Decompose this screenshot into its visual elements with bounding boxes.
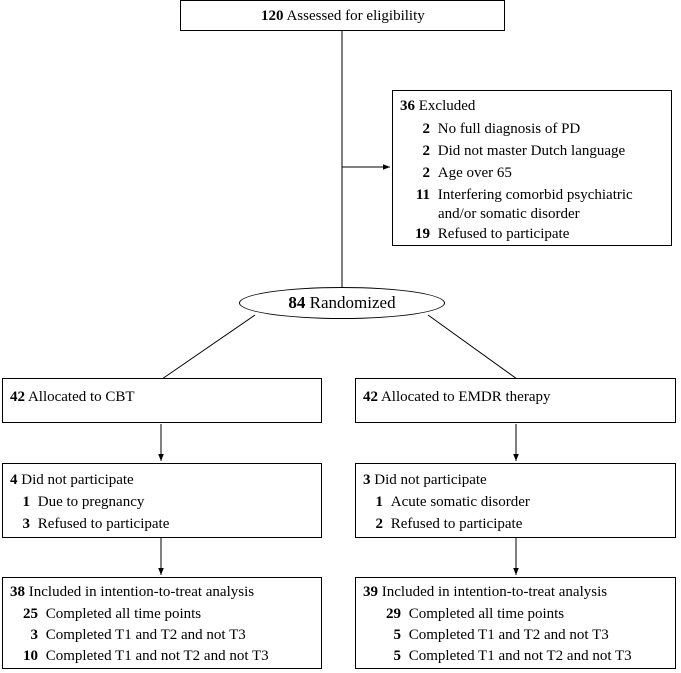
excluded-reason-continuation: and/or somatic disorder: [438, 206, 580, 222]
assessed-count: 120: [261, 8, 284, 24]
emdr-allocated-count: 42: [363, 389, 378, 405]
excluded-count: 36: [400, 98, 415, 114]
excluded-label: Excluded: [418, 98, 476, 114]
cbt-allocated-box: 42 Allocated to CBT: [2, 378, 322, 423]
emdr-included-label: Included in intention-to-treat analysis: [381, 584, 608, 600]
emdr-allocated-box: 42 Allocated to EMDR therapy: [355, 378, 676, 423]
randomized-label: Randomized: [309, 293, 396, 312]
emdr-not-participate-count: 3: [363, 472, 371, 488]
cbt-not-participate-count: 4: [10, 472, 18, 488]
cbt-included-box: 38 Included in intention-to-treat analys…: [2, 577, 322, 669]
connector-randomized-to-emdr: [427, 314, 518, 380]
excluded-reason: 2 Did not master Dutch language: [422, 143, 626, 159]
excluded-reason: 2 No full diagnosis of PD: [422, 121, 581, 137]
emdr-not-participate-reason: 1 Acute somatic disorder: [375, 494, 530, 510]
assessed-box: 120 Assessed for eligibility: [180, 0, 505, 31]
connector-randomized-to-cbt: [161, 314, 256, 380]
cbt-allocated-count: 42: [10, 389, 25, 405]
emdr-included-item: 29 Completed all time points: [386, 606, 565, 622]
cbt-included-item: 3 Completed T1 and T2 and not T3: [30, 627, 246, 643]
emdr-not-participate-box: 3 Did not participate 1 Acute somatic di…: [355, 463, 676, 538]
cbt-not-participate-label: Did not participate: [21, 472, 134, 488]
randomized-oval: 84 Randomized: [239, 287, 445, 319]
cbt-included-item: 10 Completed T1 and not T2 and not T3: [23, 648, 269, 664]
cbt-not-participate-box: 4 Did not participate 1 Due to pregnancy…: [2, 463, 322, 538]
cbt-not-participate-reason: 1 Due to pregnancy: [22, 494, 145, 510]
emdr-not-participate-label: Did not participate: [374, 472, 487, 488]
emdr-allocated-label: Allocated to EMDR therapy: [380, 389, 551, 405]
emdr-not-participate-reason: 2 Refused to participate: [375, 516, 523, 532]
assessed-label: Assessed for eligibility: [286, 8, 425, 24]
emdr-included-item: 5 Completed T1 and not T2 and not T3: [393, 648, 632, 664]
emdr-included-count: 39: [363, 584, 378, 600]
cbt-included-item: 25 Completed all time points: [23, 606, 202, 622]
cbt-included-count: 38: [10, 584, 25, 600]
excluded-reason: 2 Age over 65: [422, 165, 512, 181]
cbt-included-label: Included in intention-to-treat analysis: [28, 584, 255, 600]
cbt-not-participate-reason: 3 Refused to participate: [22, 516, 170, 532]
excluded-reason: 11 Interfering comorbid psychiatric: [415, 187, 633, 203]
excluded-reason: 19 Refused to participate: [415, 226, 570, 242]
randomized-count: 84: [288, 293, 306, 312]
cbt-allocated-label: Allocated to CBT: [27, 389, 135, 405]
emdr-included-box: 39 Included in intention-to-treat analys…: [355, 577, 676, 669]
excluded-box: 36 Excluded 2 No full diagnosis of PD 2 …: [392, 90, 672, 246]
emdr-included-item: 5 Completed T1 and T2 and not T3: [393, 627, 609, 643]
